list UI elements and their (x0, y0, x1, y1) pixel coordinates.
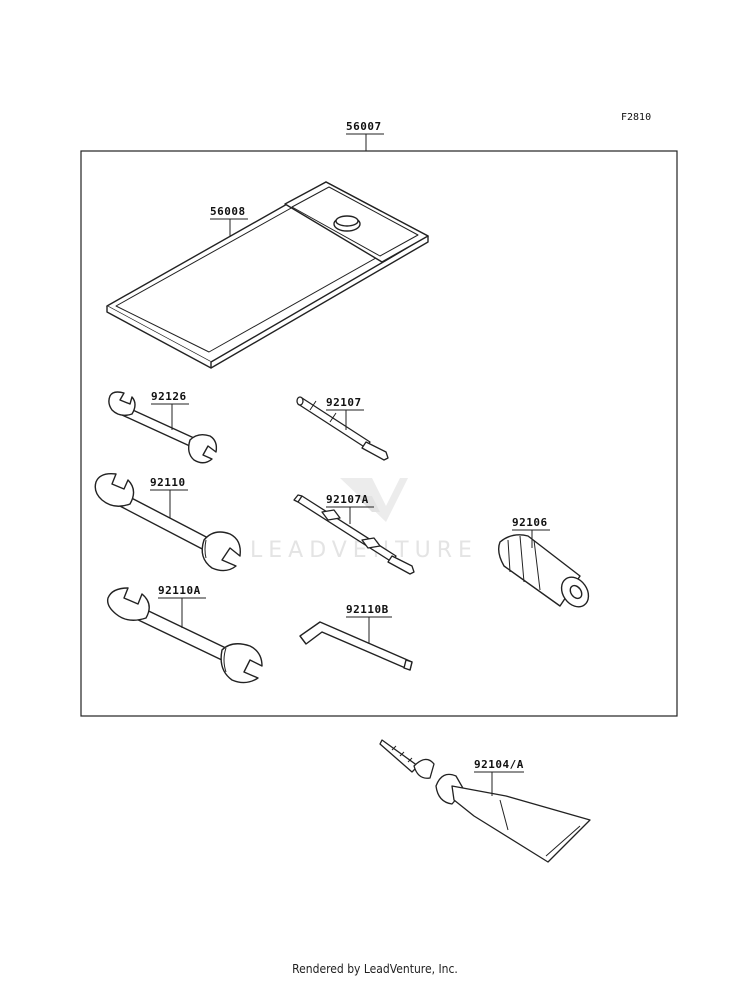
callout-92104A[interactable]: 92104/A (474, 758, 524, 796)
callout-92110B[interactable]: 92110B (346, 603, 392, 644)
hex-key-92110B (299, 621, 413, 671)
callout-92107[interactable]: 92107 (326, 396, 364, 430)
screwdriver-bit-92107A (293, 494, 415, 575)
callout-92110A[interactable]: 92110A (158, 584, 206, 628)
tool-bag (106, 181, 429, 369)
callout-92126[interactable]: 92126 (151, 390, 189, 430)
callout-92106[interactable]: 92106 (512, 516, 550, 548)
figure-code: F2810 (621, 112, 651, 123)
part-label-92110[interactable]: 92110 (150, 476, 186, 489)
callout-92110[interactable]: 92110 (150, 476, 188, 518)
callout-92107A[interactable]: 92107A (326, 493, 374, 524)
part-label-92106[interactable]: 92106 (512, 516, 548, 529)
tool-kit-frame (80, 150, 678, 717)
wrench-92110A (106, 587, 263, 684)
wrench-92126 (108, 391, 218, 464)
callout-56007[interactable]: 56007 (346, 120, 384, 151)
screwdriver-bit-92107 (296, 396, 389, 461)
part-label-92107[interactable]: 92107 (326, 396, 362, 409)
watermark: LEADVENTURE (250, 478, 472, 563)
grip-92106 (497, 534, 590, 608)
part-label-92110A[interactable]: 92110A (158, 584, 201, 597)
part-label-92126[interactable]: 92126 (151, 390, 187, 403)
part-label-92107A[interactable]: 92107A (326, 493, 369, 506)
wrench-92110 (94, 472, 241, 572)
callout-56008[interactable]: 56008 (210, 205, 248, 236)
part-label-56007[interactable]: 56007 (346, 120, 382, 133)
grease-tube-92104A (379, 739, 591, 863)
part-label-92104A[interactable]: 92104/A (474, 758, 524, 771)
footer-credit: Rendered by LeadVenture, Inc. (292, 962, 458, 976)
part-label-92110B[interactable]: 92110B (346, 603, 389, 616)
part-label-56008[interactable]: 56008 (210, 205, 246, 218)
